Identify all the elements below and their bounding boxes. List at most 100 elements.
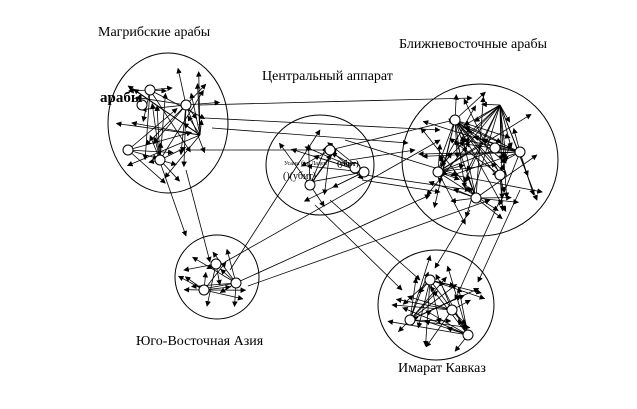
- network-node: [432, 166, 444, 178]
- edge-maghreb-40: [194, 83, 201, 136]
- edge-mideast-37: [439, 119, 456, 162]
- network-node: [514, 146, 526, 158]
- edge-mideast-32: [454, 119, 502, 143]
- edge-maghreb-43: [126, 134, 201, 167]
- cluster-label-southeast-asia: Юго-Восточная Азия: [136, 334, 264, 349]
- edge-mideast-57: [420, 127, 477, 199]
- edge-maghreb-34: [142, 89, 151, 161]
- edge-maghreb-31: [152, 104, 187, 145]
- edge-mideast-1: [475, 197, 519, 205]
- edge-maghreb-38: [181, 104, 187, 168]
- edge-inter-6: [229, 129, 321, 271]
- edge-mideast-16: [422, 120, 521, 153]
- edge-mideast-55: [454, 119, 467, 189]
- network-node: [144, 84, 156, 96]
- edge-inter-0: [199, 95, 473, 106]
- network-node: [494, 169, 506, 181]
- edge-mideast-54: [499, 104, 510, 199]
- edge-maghreb-45: [189, 92, 201, 136]
- edge-inter-18: [361, 179, 441, 195]
- edge-maghreb-10: [176, 67, 187, 106]
- network-node: [198, 284, 210, 296]
- network-node: [154, 154, 166, 166]
- edge-mideast-66: [437, 113, 532, 173]
- edge-maghreb-1: [135, 95, 187, 106]
- cluster-boundary-caucasus: [377, 249, 495, 361]
- cluster-label-mideast: Ближневосточные арабы: [399, 37, 547, 52]
- edge-mideast-73: [454, 119, 505, 178]
- network-node: [122, 144, 134, 156]
- edge-inter-10: [329, 118, 455, 151]
- edge-maghreb-30: [185, 99, 221, 106]
- edge-inter-4: [159, 161, 187, 237]
- edge-maghreb-22: [127, 85, 201, 136]
- edge-maghreb-18: [159, 92, 168, 161]
- network-node: [304, 179, 316, 191]
- cluster-boundary-sea: [174, 234, 260, 320]
- edge-maghreb-21: [164, 134, 201, 179]
- edge-mideast-12: [466, 104, 501, 172]
- cluster-boundary-central: [265, 114, 375, 216]
- edge-inter-14: [314, 204, 403, 291]
- cluster-boundary-mideast: [401, 83, 559, 237]
- network-node: [180, 99, 192, 111]
- network-node: [230, 277, 242, 289]
- node-label-leader: Усама бен Ладен: [284, 161, 327, 167]
- network-node: [446, 304, 458, 316]
- overlap-text: арабы: [100, 90, 143, 106]
- edge-central-14: [309, 146, 327, 186]
- edge-caucasus-34: [402, 279, 431, 305]
- edge-inter-8: [237, 194, 431, 283]
- edge-maghreb-25: [127, 130, 193, 151]
- cluster-label-maghreb: Магрибские арабы: [98, 25, 211, 40]
- edge-inter-13: [329, 199, 421, 281]
- cluster-label-central: Центральный аппарат: [262, 69, 393, 84]
- edge-maghreb-33: [150, 102, 161, 161]
- edge-inter-12: [364, 174, 471, 193]
- edge-sea-18: [225, 248, 237, 284]
- edge-caucasus-30: [429, 279, 442, 324]
- edge-inter-15: [454, 199, 501, 301]
- network-node: [470, 192, 482, 204]
- edge-central-12: [309, 154, 332, 186]
- edge-mideast-68: [499, 104, 513, 149]
- network-node: [449, 114, 461, 126]
- edge-mideast-78: [499, 142, 512, 176]
- network-node: [462, 329, 474, 341]
- edge-inter-9: [247, 199, 491, 287]
- edge-mideast-38: [475, 154, 538, 199]
- edge-inter-7: [224, 139, 441, 263]
- edge-mideast-18: [428, 180, 477, 199]
- edge-mideast-71: [454, 119, 498, 178]
- edge-inter-5: [185, 169, 212, 263]
- edge-mideast-63: [454, 119, 507, 164]
- network-node: [358, 166, 370, 178]
- edge-inter-16: [434, 209, 471, 269]
- edge-mideast-27: [475, 197, 503, 220]
- edge-maghreb-36: [127, 149, 174, 156]
- edge-caucasus-36: [409, 254, 432, 321]
- edge-mideast-75: [454, 119, 460, 159]
- edge-maghreb-42: [145, 104, 187, 146]
- edge-maghreb-44: [178, 104, 187, 156]
- edge-caucasus-31: [409, 283, 458, 321]
- edge-caucasus-20: [429, 279, 467, 330]
- cluster-boundary-maghreb: [107, 52, 229, 194]
- edge-maghreb-28: [187, 115, 201, 136]
- edge-caucasus-26: [391, 302, 453, 311]
- edge-caucasus-35: [425, 309, 453, 348]
- edge-caucasus-25: [402, 307, 469, 336]
- cluster-label-caucasus: Имарат Кавказ: [398, 361, 486, 376]
- edge-mideast-79: [418, 151, 521, 157]
- edge-mideast-67: [454, 119, 508, 176]
- edge-mideast-76: [481, 101, 501, 108]
- edge-inter-17: [477, 189, 521, 283]
- edge-mideast-59: [450, 151, 521, 177]
- edge-maghreb-20: [127, 108, 178, 151]
- edge-maghreb-12: [127, 149, 166, 184]
- edge-mideast-60: [498, 151, 521, 206]
- network-node: [424, 274, 436, 286]
- edge-caucasus-38: [409, 276, 447, 321]
